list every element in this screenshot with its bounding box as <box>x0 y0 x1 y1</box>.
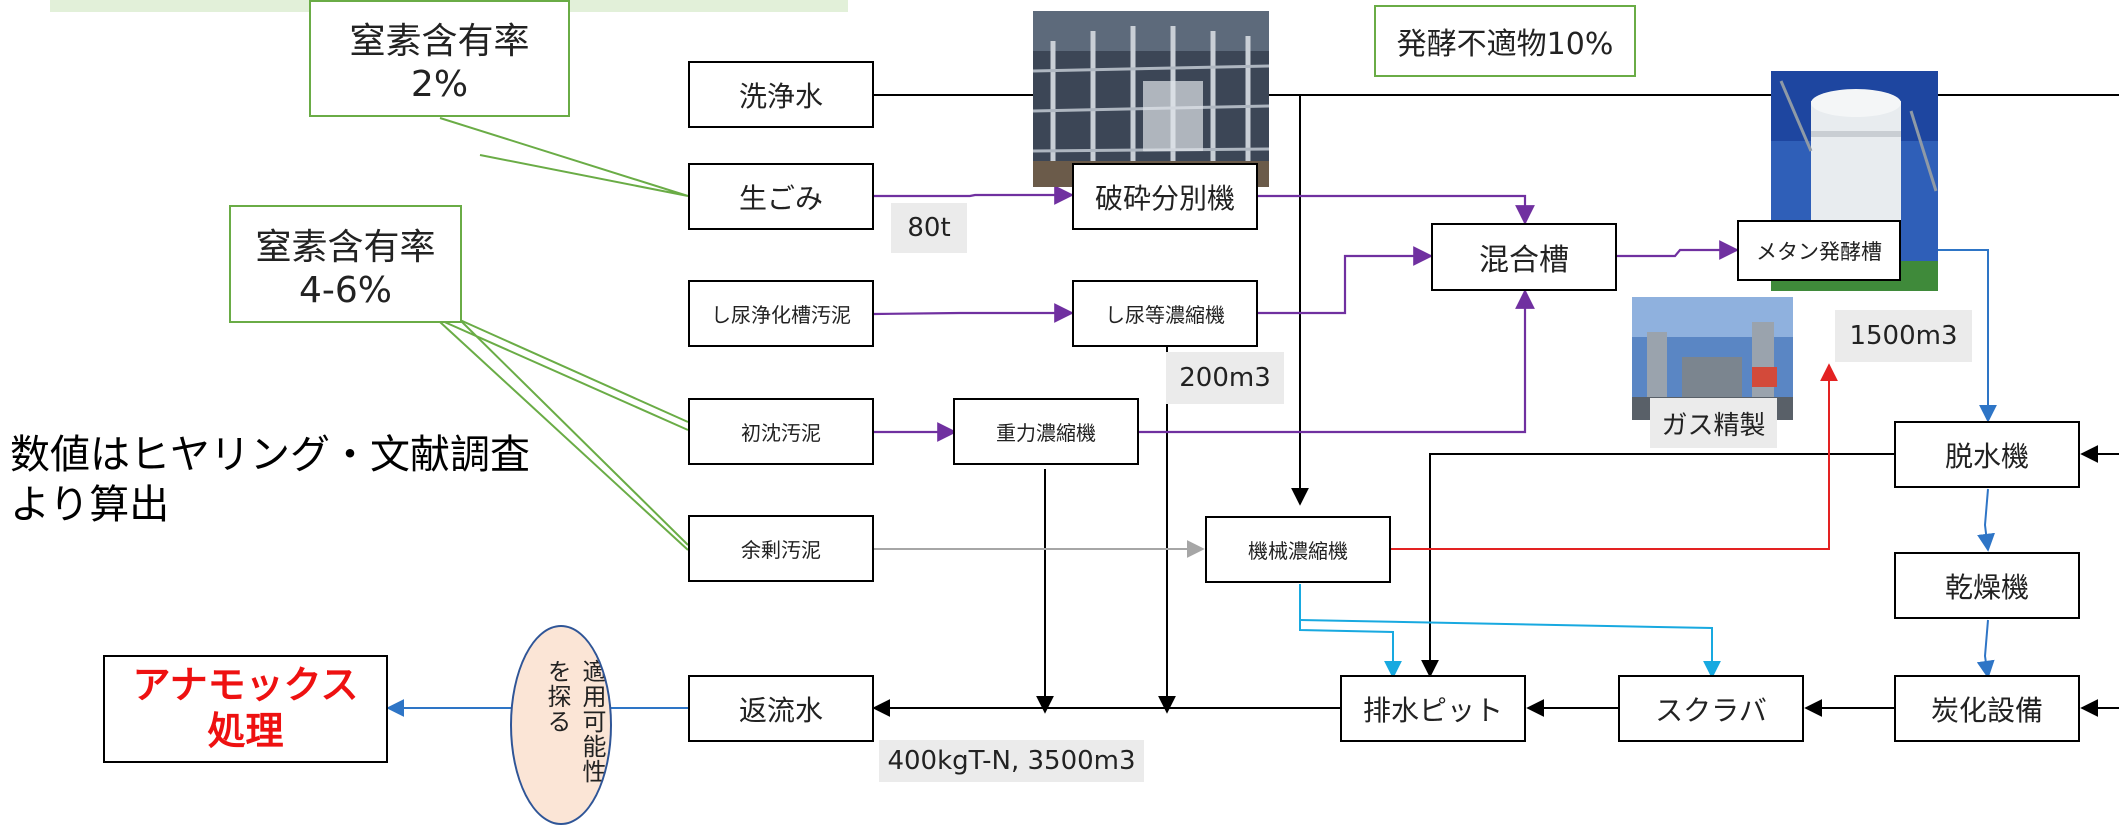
label-return-load: 400kgT-N, 3500m3 <box>879 740 1144 782</box>
callout-nitrogen-sludge: 窒素含有率 4-6% <box>229 205 462 323</box>
purple-flows <box>873 185 1739 442</box>
node-foodwaste: 生ごみ <box>688 163 874 230</box>
node-crusher: 破砕分別機 <box>1072 163 1258 230</box>
node-carbonization: 炭化設備 <box>1894 675 2080 742</box>
label-methane-volume: 1500m3 <box>1835 310 1972 362</box>
node-return-water: 返流水 <box>688 675 874 742</box>
applicability-oval: 適用可能性を探る <box>510 625 612 825</box>
label-gas-refining: ガス精製 <box>1650 398 1777 448</box>
node-primary-sludge: 初沈汚泥 <box>688 398 874 465</box>
node-dewatering: 脱水機 <box>1894 421 2080 488</box>
node-scrubber: スクラバ <box>1618 675 1804 742</box>
node-mixing-tank: 混合槽 <box>1431 223 1617 291</box>
label-nightsoil-amount: 200m3 <box>1166 352 1284 404</box>
node-gravity-thickener: 重力濃縮機 <box>953 398 1139 465</box>
applicability-text: 適用可能性を探る <box>543 659 606 784</box>
node-night-soil-thickener: し尿等濃縮機 <box>1072 280 1258 347</box>
node-septic-sludge: し尿浄化槽汚泥 <box>688 280 874 347</box>
label-food-amount: 80t <box>891 203 967 253</box>
crusher-photo <box>1033 11 1269 187</box>
node-washwater: 洗浄水 <box>688 61 874 128</box>
node-drain-pit: 排水ピット <box>1340 675 1526 742</box>
cyan-flows <box>1299 584 1721 679</box>
node-methane-tank: メタン発酵槽 <box>1737 220 1901 281</box>
flow-lines <box>50 0 2119 717</box>
callout-unfermentable: 発酵不適物10% <box>1374 5 1636 77</box>
node-mechanical-thickener: 機械濃縮機 <box>1205 516 1391 583</box>
callout-nitrogen-food: 窒素含有率 2% <box>309 0 570 117</box>
red-flow <box>1391 363 1838 550</box>
node-excess-sludge: 余剰汚泥 <box>688 515 874 582</box>
node-dryer: 乾燥機 <box>1894 552 2080 619</box>
anammox-treatment: アナモックス 処理 <box>103 655 388 763</box>
note-calculation: 数値はヒヤリング・文献調査 より算出 <box>10 432 530 528</box>
